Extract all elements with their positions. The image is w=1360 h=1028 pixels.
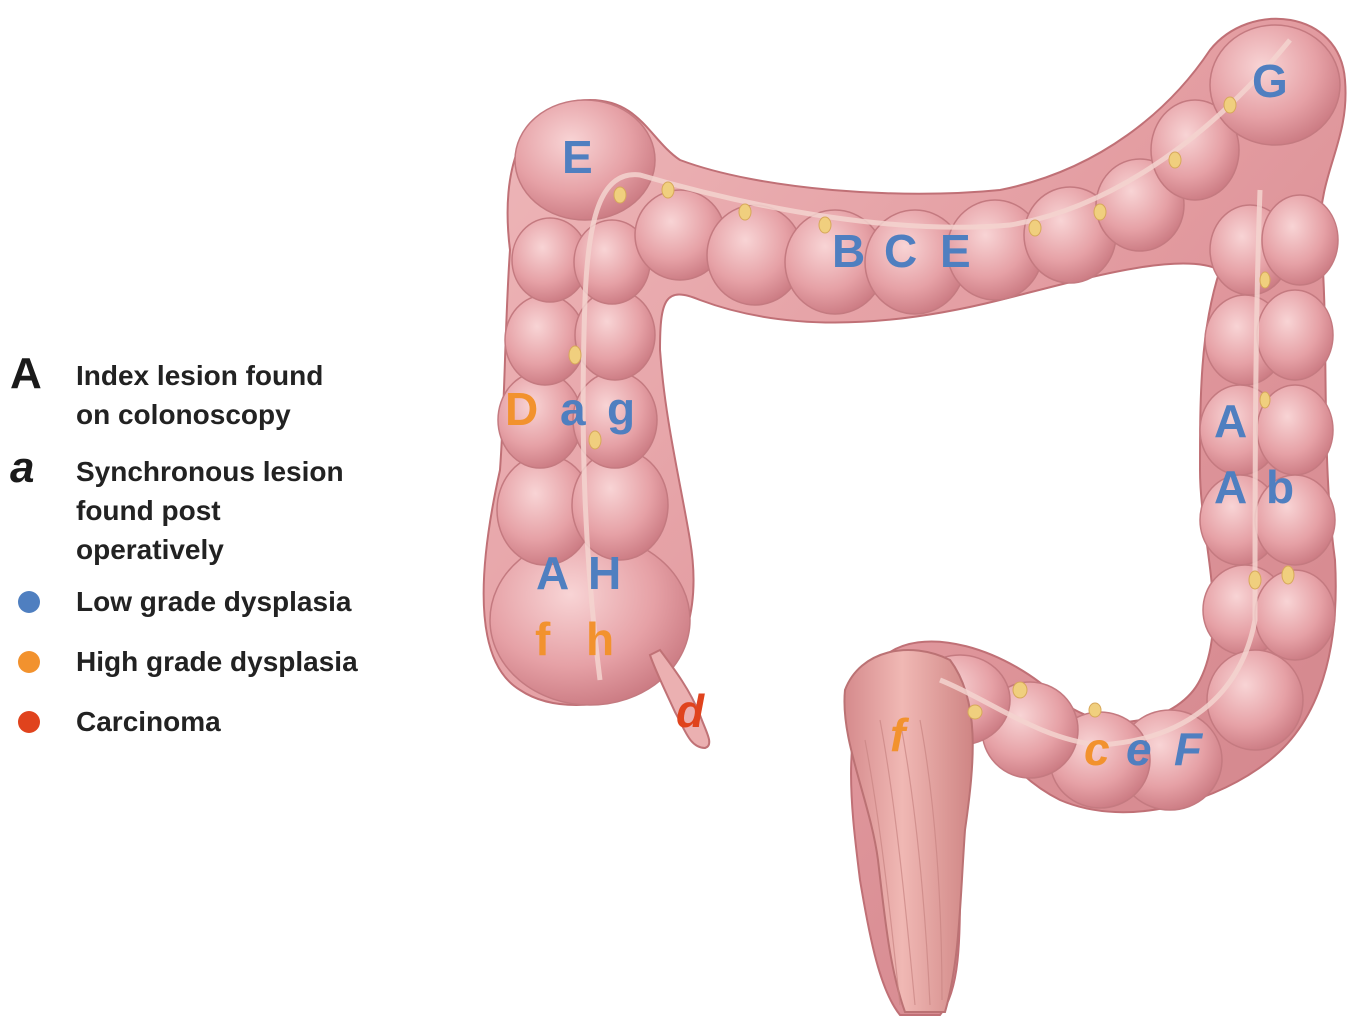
label-transverse-C: C — [884, 228, 917, 274]
label-transverse-E: E — [940, 228, 971, 274]
label-sigmoid-e: e — [1126, 726, 1152, 772]
label-descending-A: A — [1214, 398, 1247, 444]
taenia-coli — [583, 40, 1290, 745]
colon-body — [484, 19, 1346, 1015]
legend-high-grade: High grade dysplasia — [10, 642, 358, 681]
legend-carcinoma: Carcinoma — [10, 702, 221, 741]
label-descending-A2: A — [1214, 464, 1247, 510]
label-sigmoid-F: F — [1174, 726, 1202, 772]
legend-carcinoma-text: Carcinoma — [76, 702, 221, 741]
label-cecum-A: A — [536, 550, 569, 596]
legend-high-grade-text: High grade dysplasia — [76, 642, 358, 681]
carcinoma-dot — [18, 711, 40, 733]
legend-low-grade-text: Low grade dysplasia — [76, 582, 351, 621]
high-grade-dot — [18, 651, 40, 673]
label-splenic-flexure-G: G — [1252, 58, 1288, 104]
label-ascending-D: D — [505, 386, 538, 432]
label-cecum-h: h — [586, 616, 614, 662]
label-appendix-d: d — [676, 688, 704, 734]
label-sigmoid-c: c — [1084, 726, 1110, 772]
label-hepatic-flexure-E: E — [562, 134, 593, 180]
label-transverse-B: B — [832, 228, 865, 274]
legend-index-text: Index lesion found on colonoscopy — [76, 356, 323, 434]
label-descending-b: b — [1266, 464, 1294, 510]
legend-index-symbol: A — [10, 354, 76, 394]
label-ascending-g: g — [607, 386, 635, 432]
legend-sync-text: Synchronous lesion found post operativel… — [76, 452, 344, 569]
label-rectum-f: f — [890, 712, 905, 758]
legend-low-grade: Low grade dysplasia — [10, 582, 351, 621]
label-cecum-H: H — [588, 550, 621, 596]
low-grade-dot — [18, 591, 40, 613]
label-ascending-a: a — [560, 386, 586, 432]
legend-synchronous-lesion: a Synchronous lesion found post operativ… — [10, 452, 344, 569]
legend-sync-symbol: a — [10, 448, 76, 488]
label-cecum-f: f — [535, 616, 550, 662]
legend-index-lesion: A Index lesion found on colonoscopy — [10, 356, 323, 434]
